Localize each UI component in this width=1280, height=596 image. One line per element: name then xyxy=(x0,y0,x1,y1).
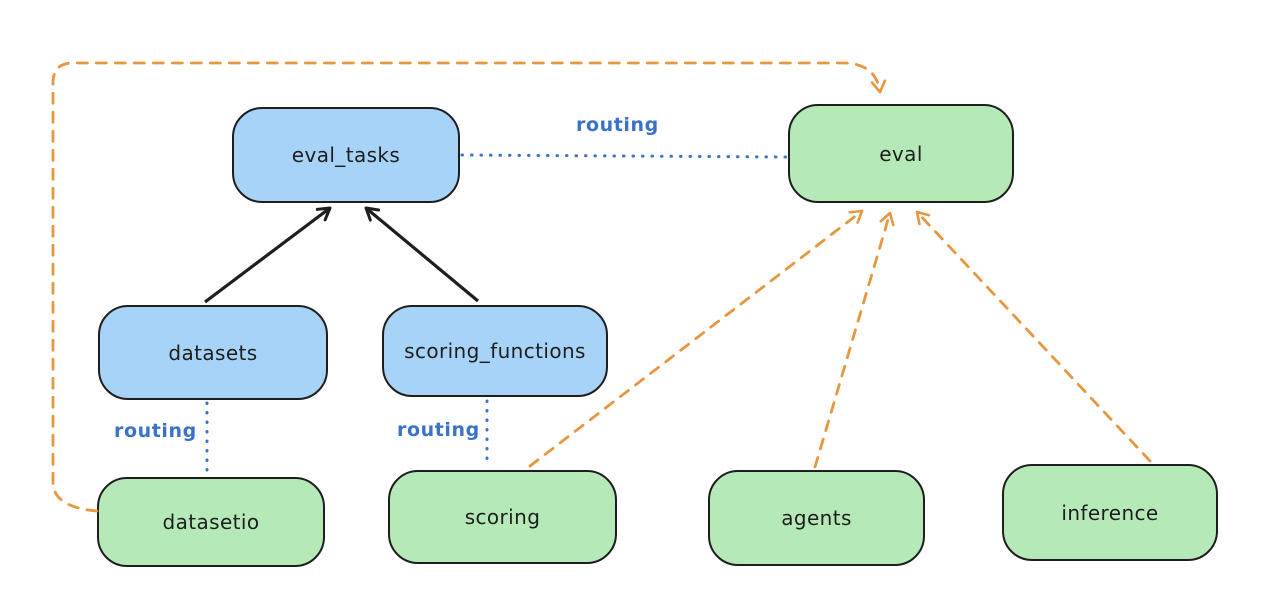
edge-scoring-functions-to-eval-tasks xyxy=(364,206,480,303)
edge-datasets-to-eval-tasks xyxy=(204,206,332,304)
node-scoring-label: scoring xyxy=(464,505,541,529)
edge-eval-tasks-to-eval-routing xyxy=(460,153,788,159)
node-eval-label: eval xyxy=(879,141,923,166)
node-inference: inference xyxy=(1002,464,1218,561)
edge-label-routing-scoring-functions-scoring: routing xyxy=(397,419,480,441)
node-agents-label: agents xyxy=(781,506,852,530)
edge-label-routing-datasets-datasetio: routing xyxy=(114,420,197,442)
node-datasets-label: datasets xyxy=(168,340,258,365)
node-datasetio: datasetio xyxy=(97,477,325,567)
node-eval-tasks-label: eval_tasks xyxy=(291,143,401,167)
node-eval: eval xyxy=(788,104,1014,203)
node-datasetio-label: datasetio xyxy=(162,510,260,534)
node-inference-label: inference xyxy=(1061,500,1159,525)
edge-label-routing-eval-tasks-eval: routing xyxy=(576,114,659,136)
node-scoring: scoring xyxy=(388,470,617,564)
node-eval-tasks: eval_tasks xyxy=(232,107,460,203)
node-scoring-functions: scoring_functions xyxy=(382,305,608,397)
node-agents: agents xyxy=(708,470,925,566)
node-datasets: datasets xyxy=(98,305,328,400)
edge-agents-to-eval xyxy=(813,211,895,469)
edge-datasetio-to-eval-loop xyxy=(51,61,887,513)
edge-inference-to-eval xyxy=(915,210,1152,463)
node-scoring-functions-label: scoring_functions xyxy=(404,339,586,363)
